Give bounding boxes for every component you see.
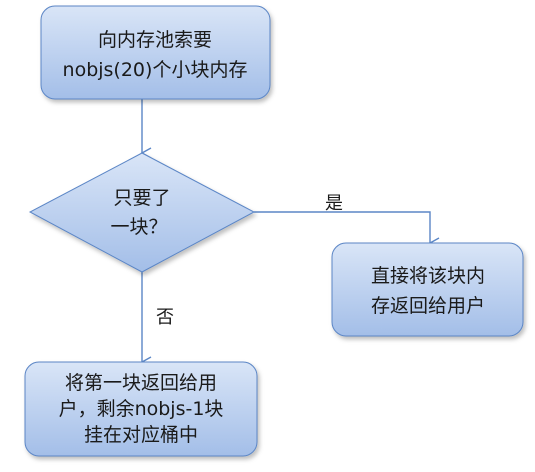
connectors: [140, 99, 440, 368]
start-line-2: nobjs(20)个小块内存: [63, 59, 248, 81]
no-action-node: 将第一块返回给用 户，剩余nobjs-1块 挂在对应桶中: [24, 361, 258, 457]
decision-node: 只要了 一块？: [28, 152, 256, 273]
yes-action-line-2: 存返回给用户: [371, 295, 485, 317]
start-line-1: 向内存池索要: [98, 29, 212, 51]
arrow-decision-to-yes: [254, 211, 440, 249]
no-action-line-2: 户，剩余nobjs-1块: [59, 398, 224, 420]
yes-action-box: [331, 242, 524, 337]
decision-diamond: [28, 152, 256, 273]
yes-action-line-1: 直接将该块内: [371, 265, 485, 287]
start-node: 向内存池索要 nobjs(20)个小块内存: [40, 5, 271, 100]
start-box: [40, 5, 271, 100]
decision-line-1: 只要了: [113, 187, 170, 209]
no-action-line-3: 挂在对应桶中: [84, 424, 198, 446]
yes-action-node: 直接将该块内 存返回给用户: [331, 242, 524, 337]
yes-edge-label: 是: [325, 193, 343, 214]
decision-line-2: 一块？: [110, 216, 167, 238]
no-edge-label: 否: [156, 307, 174, 328]
no-action-line-1: 将第一块返回给用: [65, 372, 217, 394]
no-action-box: [24, 361, 258, 457]
